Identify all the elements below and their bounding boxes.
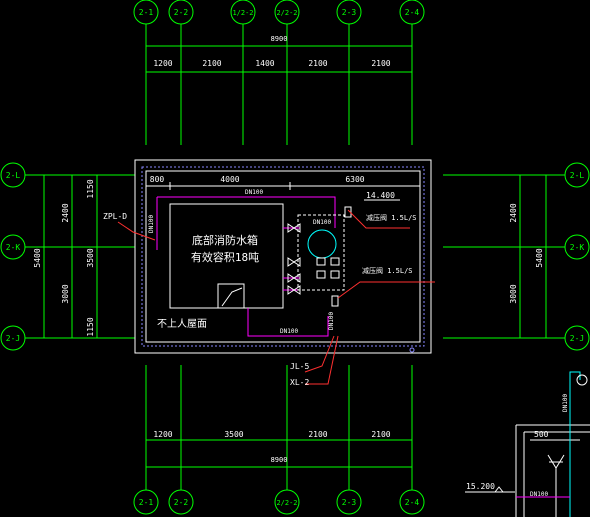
corner-elevation: 15.200 <box>466 482 495 491</box>
left-axis-bubbles <box>0 162 135 351</box>
pipe-label: DN100 <box>148 215 155 233</box>
room-dimension <box>146 182 420 190</box>
tank-label-line1: 底部消防水箱 <box>192 233 258 247</box>
top-dimension-lines <box>146 45 412 73</box>
axis-label: 2-J <box>570 334 584 343</box>
tank-text: 底部消防水箱 有效容积18吨 <box>191 233 259 264</box>
pipe-label: DN100 <box>313 219 331 226</box>
right-axis-labels: 2-L 2-K 2-J <box>570 171 585 343</box>
dim-total: 8900 <box>271 35 288 43</box>
flow-top: 减压阀 1.5L/S <box>366 213 417 222</box>
right-axis-bubbles <box>443 162 590 351</box>
magenta-pipe-labels: DN100 DN100 DN100 DN100 DN100 <box>148 189 335 335</box>
axis-label: 2-2 <box>174 498 189 507</box>
dim-total: 5400 <box>33 248 42 267</box>
dim-seg: 2100 <box>371 59 390 68</box>
axis-label: 2-K <box>570 243 585 252</box>
dim-outer: 2400 <box>509 203 518 222</box>
axis-label: 2/2-2 <box>276 499 297 507</box>
dim-seg: 3500 <box>224 430 243 439</box>
dim-seg: 4000 <box>220 175 239 184</box>
dim-seg: 1200 <box>153 59 172 68</box>
pipe-label: DN100 <box>530 491 548 498</box>
elevation-top: 14.400 <box>366 191 395 200</box>
axis-label: 2-3 <box>342 498 357 507</box>
top-dimension-text: 8900 1200 2100 1400 2100 2100 <box>153 35 390 68</box>
left-dimension-text: 5400 2400 3000 1150 3500 1150 <box>33 179 95 336</box>
axis-label: 1/2-2 <box>232 9 253 17</box>
dim-total: 8900 <box>271 456 288 464</box>
axis-label: 2-J <box>6 334 20 343</box>
room-dimension-text: 800 4000 6300 <box>150 175 365 184</box>
dim-inner: 3500 <box>86 248 95 267</box>
annotation-text: ZPL-D 14.400 减压阀 1.5L/S 减压阀 1.5L/S JL-5 … <box>103 191 417 387</box>
drain-marker <box>409 347 415 353</box>
riser-jl5: JL-5 <box>290 362 309 371</box>
dim-outer: 3000 <box>509 284 518 303</box>
dim-seg: 2100 <box>371 430 390 439</box>
axis-label: 2-2 <box>174 8 189 17</box>
axis-label: 2-L <box>570 171 585 180</box>
dim-total: 5400 <box>535 248 544 267</box>
pump-group <box>287 206 352 307</box>
room-walls <box>134 159 432 354</box>
axis-label: 2-1 <box>139 8 154 17</box>
dim-inner: 1150 <box>86 179 95 198</box>
roof-note: 不上人屋面 <box>157 318 207 330</box>
left-axis-labels: 2-L 2-K 2-J <box>6 171 21 343</box>
bottom-dimension-text: 1200 3500 2100 2100 8900 <box>153 430 390 464</box>
axis-label: 2-L <box>6 171 21 180</box>
pipe-label: DN100 <box>328 312 335 330</box>
corner-dim: 500 <box>534 430 549 439</box>
dim-seg: 6300 <box>345 175 364 184</box>
annotation-leaders <box>117 209 435 385</box>
bottom-axis-bubbles <box>133 365 425 515</box>
dim-outer: 3000 <box>61 284 70 303</box>
axis-label: 2-K <box>6 243 21 252</box>
dim-seg: 800 <box>150 175 165 184</box>
dim-seg: 2100 <box>202 59 221 68</box>
bottom-axis-labels: 2-1 2-2 2/2-2 2-3 2-4 <box>139 498 420 507</box>
dim-seg: 2100 <box>308 430 327 439</box>
corner-text: 500 15.200 DN100 DN100 <box>466 394 569 498</box>
dim-seg: 2100 <box>308 59 327 68</box>
dim-inner: 1150 <box>86 317 95 336</box>
riser-xl2: XL-2 <box>290 378 309 387</box>
top-axis-labels: 2-1 2-2 1/2-2 2/2-2 2-3 2-4 <box>139 8 420 17</box>
axis-label: 2-4 <box>405 498 420 507</box>
water-tank <box>169 203 284 309</box>
pipe-label: DN100 <box>245 189 263 196</box>
axis-label: 2-4 <box>405 8 420 17</box>
pipe-label: DN100 <box>280 328 298 335</box>
dim-seg: 1400 <box>255 59 274 68</box>
flow-bottom: 减压阀 1.5L/S <box>362 266 413 275</box>
magenta-pipes <box>156 196 336 337</box>
top-axis-bubbles <box>133 0 425 145</box>
tank-label-line2: 有效容积18吨 <box>191 250 259 264</box>
pipe-label: DN100 <box>562 394 569 412</box>
axis-label: 2-1 <box>139 498 154 507</box>
corner-detail <box>465 371 590 517</box>
dim-seg: 1200 <box>153 430 172 439</box>
zpl-label: ZPL-D <box>103 212 127 221</box>
axis-label: 2/2-2 <box>276 9 297 17</box>
axis-label: 2-3 <box>342 8 357 17</box>
dim-outer: 2400 <box>61 203 70 222</box>
right-dimension-text: 2400 3000 5400 <box>509 203 544 303</box>
